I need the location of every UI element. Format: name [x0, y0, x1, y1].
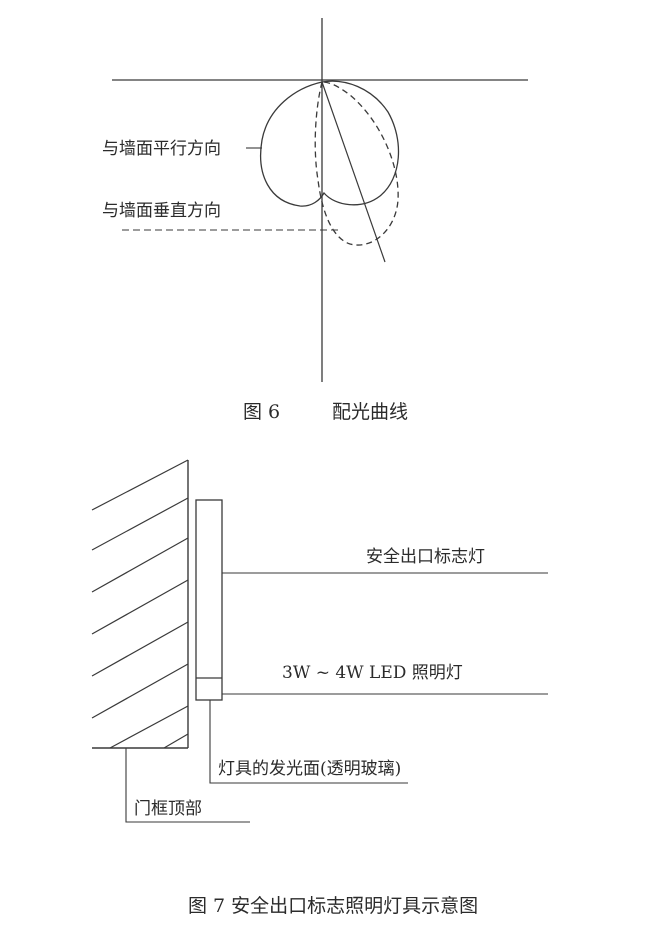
sign-light-label: 安全出口标志灯	[366, 547, 485, 567]
wall-hatching	[91, 459, 189, 749]
parallel-direction-curve	[260, 80, 400, 207]
figure-7: 安全出口标志灯 3W ~ 4W LED 照明灯 灯具的发光面(透明玻璃) 门框顶…	[0, 440, 666, 945]
exit-sign-fixture-diagram: 安全出口标志灯 3W ~ 4W LED 照明灯 灯具的发光面(透明玻璃) 门框顶…	[91, 459, 548, 917]
light-distribution-diagram: 与墙面平行方向 与墙面垂直方向 图 6 配光曲线	[102, 18, 528, 423]
emitting-surface-leader	[209, 700, 408, 784]
figure-6-number: 图 6	[243, 401, 280, 423]
led-lamp-label: 3W ~ 4W LED 照明灯	[282, 663, 463, 683]
emitting-surface-label: 灯具的发光面(透明玻璃)	[218, 759, 401, 779]
figure-6-title: 配光曲线	[332, 401, 408, 423]
peak-intensity-line	[321, 81, 386, 263]
door-frame-label: 门框顶部	[134, 799, 202, 819]
figure-7-caption: 图 7 安全出口标志照明灯具示意图	[188, 895, 478, 917]
parallel-direction-label: 与墙面平行方向	[102, 139, 221, 159]
figure-6: 与墙面平行方向 与墙面垂直方向 图 6 配光曲线	[0, 0, 666, 440]
perpendicular-direction-label: 与墙面垂直方向	[102, 201, 221, 221]
exit-sign-fixture-body	[195, 499, 223, 701]
perpendicular-direction-curve	[314, 81, 399, 246]
door-frame-leader	[125, 748, 250, 823]
